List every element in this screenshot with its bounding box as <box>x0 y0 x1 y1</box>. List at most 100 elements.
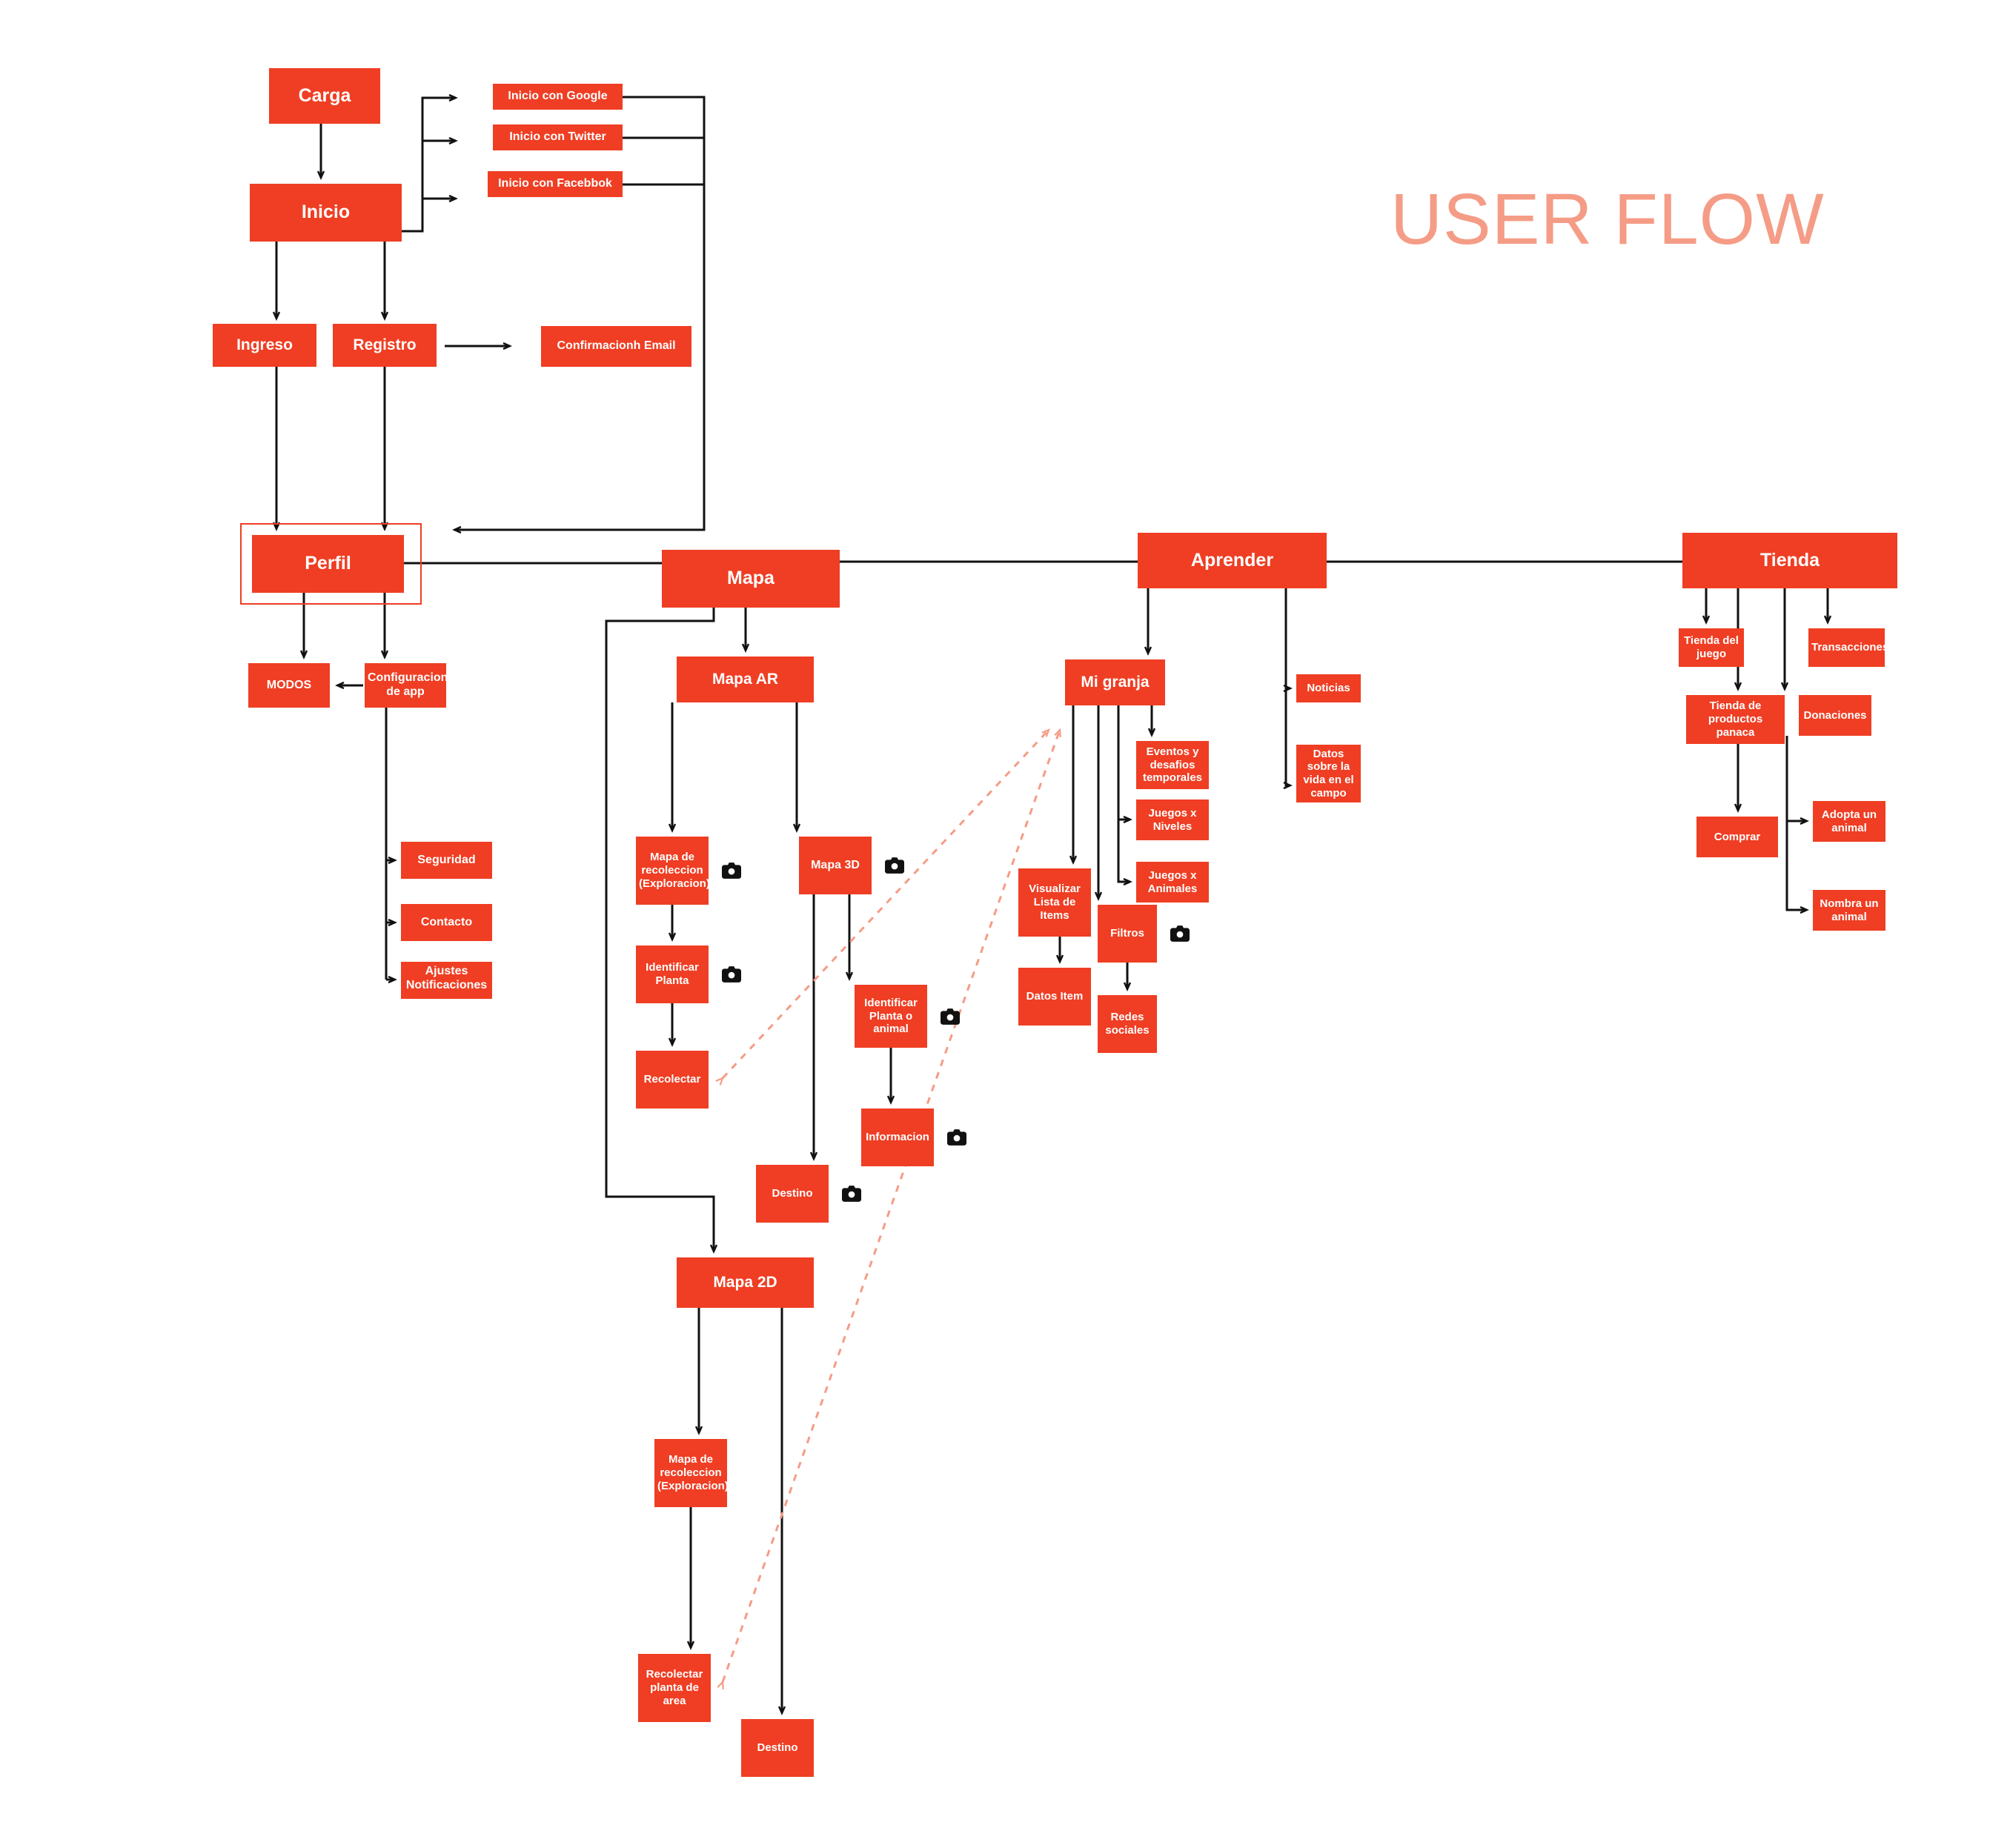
node-label-tienda-juego: Tienda del juego <box>1684 634 1739 660</box>
node-label-inicio-google: Inicio con Google <box>508 90 608 103</box>
node-mi-granja[interactable]: Mi granja <box>1065 659 1165 705</box>
node-mapa-2d[interactable]: Mapa 2D <box>677 1257 814 1308</box>
node-label-aprender: Aprender <box>1190 549 1274 571</box>
node-destino-2d[interactable]: Destino <box>741 1719 814 1777</box>
node-inicio[interactable]: Inicio <box>250 184 402 242</box>
node-identificar-planta[interactable]: Identificar Planta <box>636 945 709 1003</box>
node-destino-ar[interactable]: Destino <box>756 1165 829 1223</box>
node-label-destino-ar: Destino <box>772 1187 813 1200</box>
node-label-perfil: Perfil <box>305 553 351 574</box>
node-tienda-panaca[interactable]: Tienda de productos panaca <box>1686 695 1785 744</box>
node-recolectar[interactable]: Recolectar <box>636 1051 709 1109</box>
node-label-inicio-twitter: Inicio con Twitter <box>509 130 606 144</box>
node-ingreso[interactable]: Ingreso <box>213 324 316 367</box>
page-title: USER FLOW <box>1390 179 1825 259</box>
node-label-destino-2d: Destino <box>757 1741 798 1755</box>
node-label-modos: MODOS <box>266 678 312 691</box>
node-tienda[interactable]: Tienda <box>1682 533 1897 588</box>
node-donaciones[interactable]: Donaciones <box>1799 695 1871 736</box>
node-informacion[interactable]: Informacion <box>861 1109 934 1166</box>
node-label-confirmacion: Confirmacionh Email <box>557 339 676 353</box>
node-label-nombra-animal: Nombra un animal <box>1820 897 1879 923</box>
node-tienda-juego[interactable]: Tienda del juego <box>1679 628 1744 667</box>
node-mapa-recol-ar[interactable]: Mapa de recoleccion (Exploracion) <box>636 837 710 905</box>
node-mapa-recol-2d[interactable]: Mapa de recoleccion (Exploracion) <box>654 1439 729 1507</box>
camera-icon <box>885 857 904 874</box>
node-identificar-pa[interactable]: Identificar Planta o animal <box>855 985 927 1048</box>
camera-icon <box>722 966 741 983</box>
node-label-mapa: Mapa <box>727 568 775 589</box>
node-modos[interactable]: MODOS <box>248 663 330 708</box>
node-adopta-animal[interactable]: Adopta un animal <box>1813 801 1885 842</box>
node-mapa-3d[interactable]: Mapa 3D <box>799 837 872 894</box>
node-mapa-ar[interactable]: Mapa AR <box>677 657 814 702</box>
node-label-mapa-3d: Mapa 3D <box>811 858 860 871</box>
node-label-registro: Registro <box>353 336 417 353</box>
camera-icon <box>722 862 741 879</box>
node-redes-sociales[interactable]: Redes sociales <box>1098 995 1157 1053</box>
node-label-datos-item: Datos Item <box>1026 990 1084 1003</box>
node-aprender[interactable]: Aprender <box>1138 533 1327 588</box>
camera-icon <box>941 1008 960 1025</box>
node-recolectar-area[interactable]: Recolectar planta de area <box>638 1654 711 1722</box>
node-label-datos-campo: Datos sobre la vida en el campo <box>1303 747 1354 800</box>
node-label-comprar: Comprar <box>1714 830 1761 843</box>
node-confirmacion[interactable]: Confirmacionh Email <box>541 326 691 367</box>
node-label-identificar-planta: Identificar Planta <box>646 961 699 987</box>
node-label-transacciones: Transacciones <box>1811 641 1889 654</box>
node-eventos[interactable]: Eventos y desafios temporales <box>1136 741 1209 789</box>
node-label-mapa-ar: Mapa AR <box>712 670 779 688</box>
node-nombra-animal[interactable]: Nombra un animal <box>1813 890 1885 931</box>
node-label-inicio-facebook: Inicio con Facebbok <box>498 177 612 190</box>
node-label-config-app: Configuracion de app <box>368 671 448 698</box>
node-mapa[interactable]: Mapa <box>662 550 840 608</box>
node-label-ajustes-notif: Ajustes Notificaciones <box>405 965 488 991</box>
node-juegos-niveles[interactable]: Juegos x Niveles <box>1136 800 1209 840</box>
node-label-informacion: Informacion <box>866 1131 929 1144</box>
node-label-mapa-2d: Mapa 2D <box>713 1273 777 1291</box>
node-visualizar-lista[interactable]: Visualizar Lista de Items <box>1018 868 1091 937</box>
node-label-donaciones: Donaciones <box>1803 708 1867 722</box>
node-datos-campo[interactable]: Datos sobre la vida en el campo <box>1296 745 1361 802</box>
node-noticias[interactable]: Noticias <box>1296 674 1361 702</box>
node-filtros[interactable]: Filtros <box>1098 905 1157 963</box>
node-label-mapa-recol-2d: Mapa de recoleccion (Exploracion) <box>657 1453 729 1492</box>
node-label-contacto: Contacto <box>420 915 473 928</box>
node-label-identificar-pa: Identificar Planta o animal <box>864 996 918 1036</box>
node-datos-item[interactable]: Datos Item <box>1018 968 1091 1026</box>
node-label-recolectar: Recolectar <box>643 1073 701 1086</box>
node-carga[interactable]: Carga <box>269 68 380 124</box>
node-label-ingreso: Ingreso <box>236 336 293 353</box>
node-label-visualizar-lista: Visualizar Lista de Items <box>1029 883 1081 922</box>
camera-icon <box>842 1186 861 1202</box>
node-inicio-facebook[interactable]: Inicio con Facebbok <box>488 171 623 197</box>
node-label-noticias: Noticias <box>1307 682 1350 695</box>
camera-icon <box>947 1129 966 1146</box>
node-label-juegos-niveles: Juegos x Niveles <box>1148 806 1197 833</box>
node-inicio-google[interactable]: Inicio con Google <box>493 84 623 110</box>
node-label-adopta-animal: Adopta un animal <box>1821 808 1877 834</box>
node-label-juegos-animales: Juegos x Animales <box>1147 868 1198 895</box>
node-registro[interactable]: Registro <box>333 324 437 367</box>
camera-icon <box>1170 925 1190 942</box>
node-transacciones[interactable]: Transacciones <box>1808 628 1889 667</box>
node-contacto[interactable]: Contacto <box>401 904 492 941</box>
node-label-filtros: Filtros <box>1110 927 1144 940</box>
node-comprar[interactable]: Comprar <box>1696 817 1778 857</box>
node-label-redes-sociales: Redes sociales <box>1105 1011 1150 1037</box>
node-label-eventos: Eventos y desafios temporales <box>1142 745 1203 785</box>
node-label-mi-granja: Mi granja <box>1081 673 1150 691</box>
node-label-tienda-panaca: Tienda de productos panaca <box>1708 699 1763 739</box>
node-seguridad[interactable]: Seguridad <box>401 842 492 879</box>
node-perfil[interactable]: Perfil <box>252 535 404 593</box>
perfil-selection-ring <box>240 523 422 605</box>
node-juegos-animales[interactable]: Juegos x Animales <box>1136 862 1209 903</box>
node-label-seguridad: Seguridad <box>417 853 476 866</box>
node-inicio-twitter[interactable]: Inicio con Twitter <box>493 124 623 150</box>
node-ajustes-notif[interactable]: Ajustes Notificaciones <box>401 962 492 999</box>
node-config-app[interactable]: Configuracion de app <box>365 663 448 708</box>
node-label-recolectar-area: Recolectar planta de area <box>646 1668 703 1707</box>
node-label-tienda: Tienda <box>1759 549 1820 571</box>
